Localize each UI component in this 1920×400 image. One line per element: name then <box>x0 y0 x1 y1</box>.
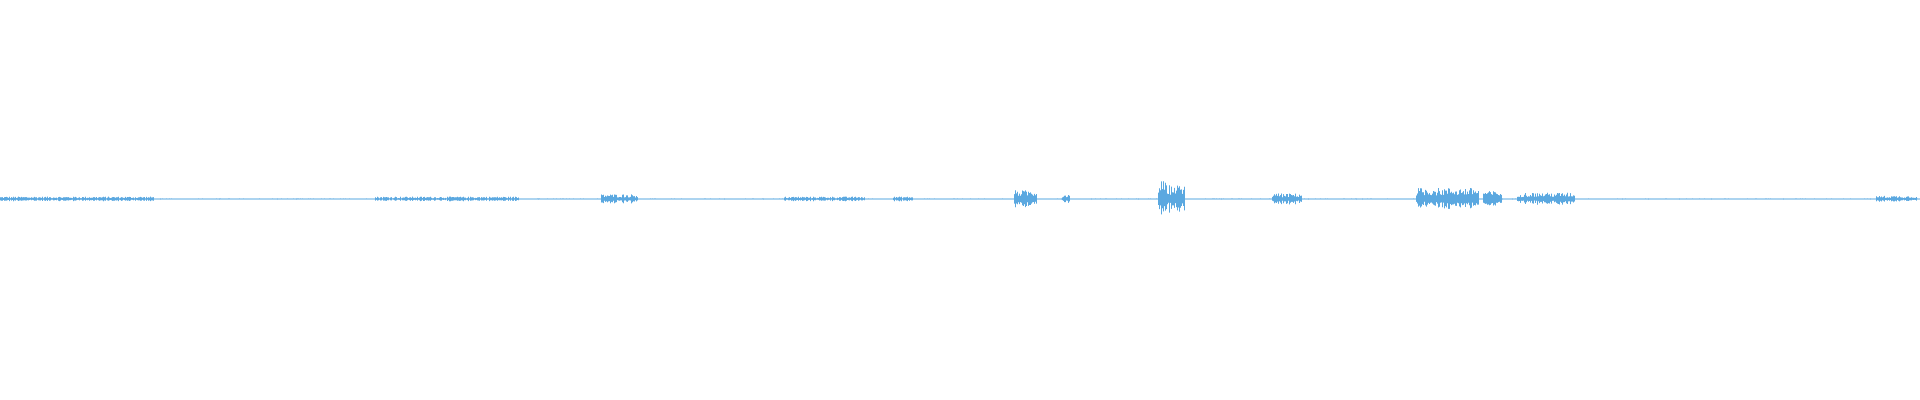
waveform-samples <box>0 181 1920 215</box>
waveform-trace <box>0 181 1920 215</box>
